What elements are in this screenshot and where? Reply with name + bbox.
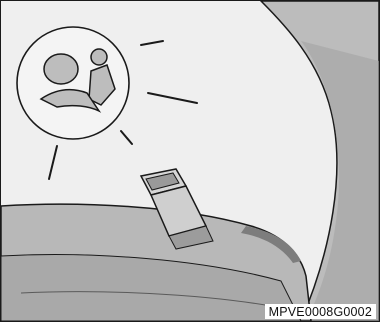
figure-code: MPVE0008G0002 [265,304,376,319]
airbag-warning-icon [17,27,129,139]
